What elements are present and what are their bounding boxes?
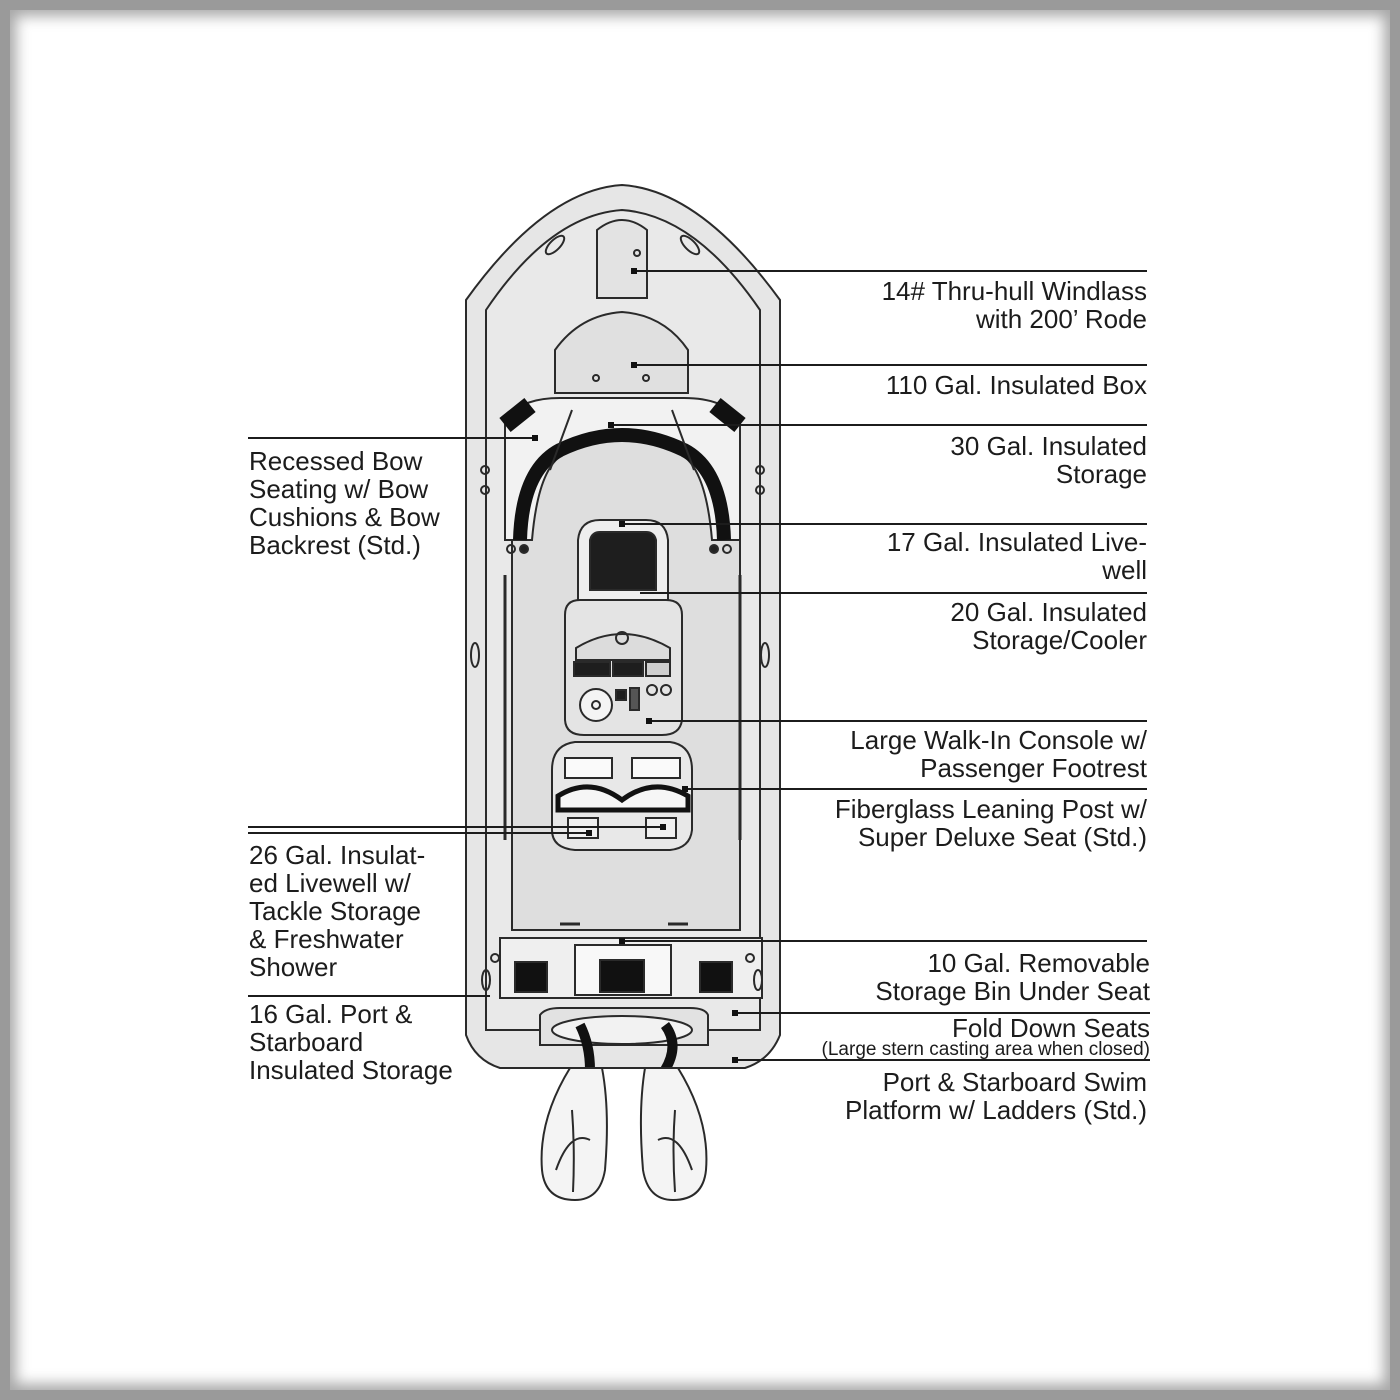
label-livewell-26: 26 Gal. Insulat- ed Livewell w/ Tackle S… — [249, 841, 425, 981]
label-fold-seats-line: Fold Down Seats — [952, 1013, 1150, 1043]
label-swim-platform-line: Platform w/ Ladders (Std.) — [845, 1095, 1147, 1125]
label-bow-seating-line: Recessed Bow — [249, 446, 423, 476]
label-leaning-post: Fiberglass Leaning Post w/ Super Deluxe … — [835, 795, 1147, 851]
label-console: Large Walk-In Console w/ Passenger Footr… — [850, 726, 1147, 782]
windlass-hatch — [596, 219, 648, 299]
label-bin-10: 10 Gal. Removable Storage Bin Under Seat — [875, 949, 1150, 1005]
label-leaning-post-line: Super Deluxe Seat (Std.) — [857, 822, 1147, 852]
label-livewell-26-line: 26 Gal. Insulat- — [249, 840, 426, 870]
label-bow-seating-line: Backrest (Std.) — [249, 530, 421, 560]
label-storage-30: 30 Gal. Insulated Storage — [950, 432, 1147, 488]
bow-backrest — [513, 428, 731, 541]
label-fold-seats-note: (Large stern casting area when closed) — [822, 1040, 1150, 1060]
label-swim-platform-line: Port & Starboard Swim — [882, 1067, 1147, 1097]
label-storage-16-line: Starboard — [249, 1027, 364, 1057]
insulated-box-110 — [554, 310, 689, 394]
label-cooler-20-line: Storage/Cooler — [972, 625, 1147, 655]
label-bow-seating-line: Seating w/ Bow — [249, 474, 429, 504]
label-swim-platform: Port & Starboard Swim Platform w/ Ladder… — [845, 1068, 1147, 1124]
label-leaning-post-line: Fiberglass Leaning Post w/ — [834, 794, 1147, 824]
label-cooler-20-line: 20 Gal. Insulated — [950, 597, 1147, 627]
label-fold-seats-note-line: (Large stern casting area when closed) — [821, 1039, 1150, 1060]
label-storage-16-line: 16 Gal. Port & — [249, 999, 413, 1029]
label-windlass-line: 14# Thru-hull Windlass — [881, 276, 1147, 306]
label-console-line: Large Walk-In Console w/ — [850, 725, 1147, 755]
seat-cushion — [589, 531, 657, 591]
leader-dots — [532, 268, 738, 1063]
label-fold-seats: Fold Down Seats — [952, 1014, 1150, 1042]
label-bin-10-line: Storage Bin Under Seat — [875, 976, 1150, 1006]
label-cooler-20: 20 Gal. Insulated Storage/Cooler — [950, 598, 1147, 654]
label-console-line: Passenger Footrest — [920, 753, 1147, 783]
label-storage-30-line: 30 Gal. Insulated — [950, 431, 1147, 461]
label-livewell-26-line: & Freshwater — [249, 924, 404, 954]
label-box-110-line: 110 Gal. Insulated Box — [885, 370, 1147, 400]
label-livewell-26-line: Shower — [249, 952, 338, 982]
label-livewell-17-line: 17 Gal. Insulated Live- — [886, 527, 1147, 557]
label-livewell-17: 17 Gal. Insulated Live- well — [887, 528, 1147, 584]
label-storage-16: 16 Gal. Port & Starboard Insulated Stora… — [249, 1000, 453, 1084]
label-windlass: 14# Thru-hull Windlass with 200’ Rode — [882, 277, 1147, 333]
label-box-110: 110 Gal. Insulated Box — [886, 371, 1147, 399]
label-bow-seating: Recessed Bow Seating w/ Bow Cushions & B… — [249, 447, 440, 559]
label-livewell-17-line: well — [1102, 555, 1147, 585]
leader-lines — [248, 270, 1150, 1061]
label-livewell-26-line: Tackle Storage — [249, 896, 421, 926]
label-bow-seating-line: Cushions & Bow — [249, 502, 440, 532]
label-storage-16-line: Insulated Storage — [249, 1055, 453, 1085]
label-storage-30-line: Storage — [1055, 459, 1147, 489]
label-bin-10-line: 10 Gal. Removable — [927, 948, 1150, 978]
label-windlass-line: with 200’ Rode — [975, 304, 1147, 334]
label-livewell-26-line: ed Livewell w/ — [249, 868, 411, 898]
